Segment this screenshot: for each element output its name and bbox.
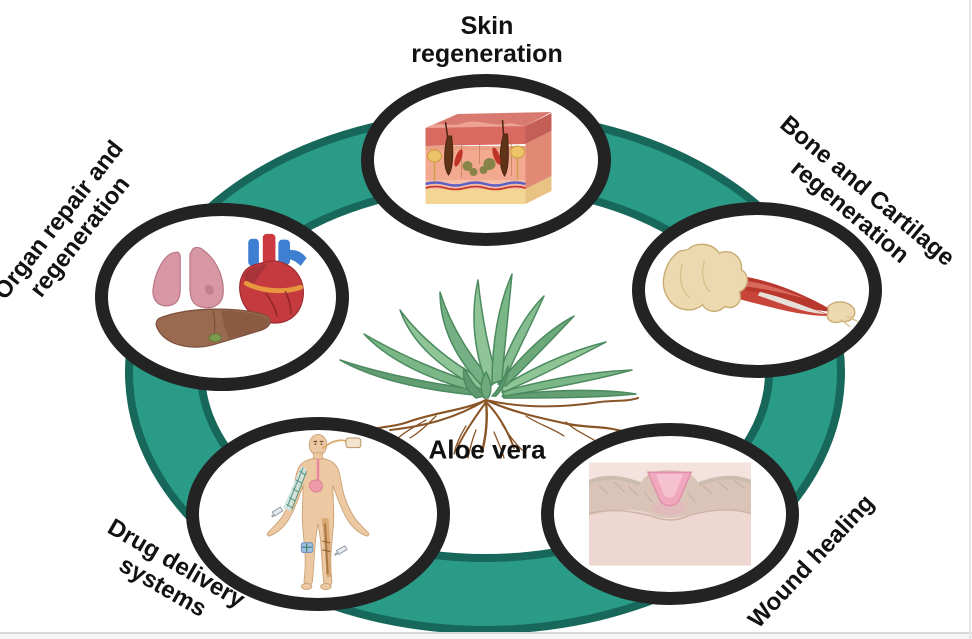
syringe-leg (334, 545, 348, 556)
node-skin-regeneration (361, 74, 611, 246)
label-skin-regeneration: Skin regeneration (411, 12, 562, 68)
label-line: regeneration (411, 40, 563, 68)
label-line: Skin (460, 12, 514, 40)
exposed-leg (321, 518, 332, 578)
skin-cross-section-icon (424, 112, 551, 204)
label-line: Aloe vera (428, 434, 546, 465)
label-aloe-vera: Aloe vera (428, 435, 545, 464)
bottom-margin-strip (0, 634, 972, 639)
human-body-drug-routes-icon (266, 434, 370, 591)
syringe-arm (271, 506, 284, 518)
knee-patch (300, 542, 314, 553)
aloe-vera-plant-icon (339, 273, 639, 459)
node-bone-cartilage-regeneration (632, 202, 882, 378)
heart-lungs-liver-icon (152, 233, 307, 348)
node-organ-repair-regeneration (95, 203, 349, 391)
wound-skin-section-icon (589, 462, 751, 566)
bone-and-muscle-icon (662, 243, 858, 328)
arm-mesh-patch (283, 465, 308, 512)
node-wound-healing (541, 423, 799, 605)
bottom-border-line (0, 632, 972, 634)
right-border-line (969, 0, 971, 639)
